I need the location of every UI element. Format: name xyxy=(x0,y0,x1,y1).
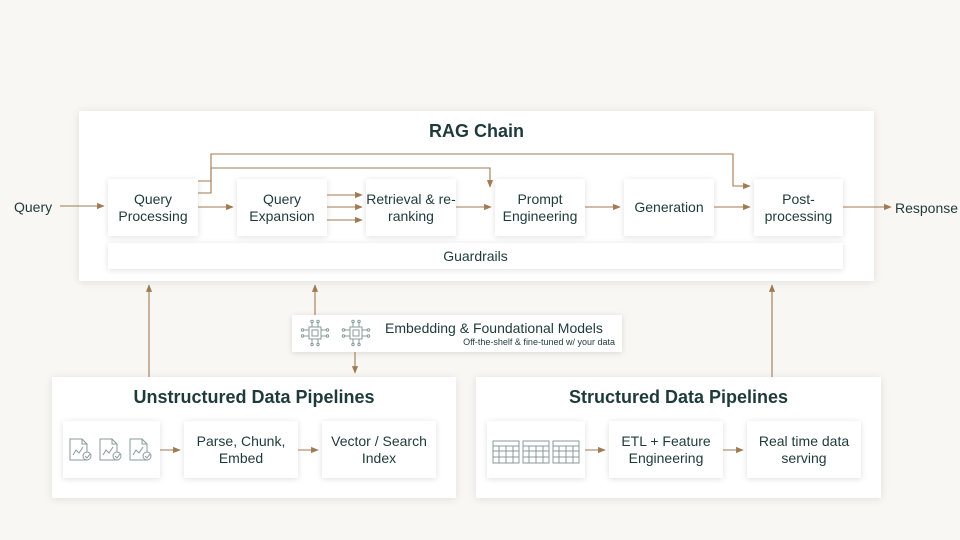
response-label: Response xyxy=(895,200,959,216)
table-grid-icon xyxy=(522,440,550,464)
prompt-engineering-label: Prompt Engineering xyxy=(502,190,578,224)
query-processing-label: Query Processing xyxy=(118,190,188,224)
generation-label: Generation xyxy=(634,199,704,215)
models-title: Embedding & Foundational Models xyxy=(385,320,603,336)
processing-bypass-to-post-arrow xyxy=(198,153,751,194)
etl-feature-engineering-label: ETL + Feature Engineering xyxy=(621,432,711,466)
prompt-engineering-box: Prompt Engineering xyxy=(495,179,585,236)
neural-chip-icon xyxy=(300,319,330,347)
document-chart-icon xyxy=(129,438,152,461)
processing-bypass-to-prompt-arrow xyxy=(198,167,494,188)
post-processing-box: Post-processing xyxy=(754,179,843,236)
query-expansion-label: Query Expansion xyxy=(249,190,315,224)
vector-search-index-box: Vector / Search Index xyxy=(322,421,436,478)
rag-chain-title: RAG Chain xyxy=(428,121,524,141)
parse-chunk-embed-box: Parse, Chunk, Embed xyxy=(184,421,298,478)
guardrails-label: Guardrails xyxy=(443,247,508,264)
retrieval-box: Retrieval & re-ranking xyxy=(366,179,456,236)
document-chart-icon xyxy=(69,438,92,461)
real-time-serving-label: Real time data serving xyxy=(758,432,850,466)
real-time-serving-box: Real time data serving xyxy=(747,421,861,478)
retrieval-label: Retrieval & re-ranking xyxy=(366,190,456,224)
document-chart-icon xyxy=(99,438,122,461)
query-label: Query xyxy=(14,199,53,215)
models-box xyxy=(292,315,622,352)
query-expansion-box: Query Expansion xyxy=(237,179,327,236)
neural-chip-icon xyxy=(341,319,371,347)
vector-search-index-label: Vector / Search Index xyxy=(331,432,427,466)
parse-chunk-embed-label: Parse, Chunk, Embed xyxy=(196,432,286,466)
models-subtitle: Off-the-shelf & fine-tuned w/ your data xyxy=(463,337,615,347)
post-processing-label: Post-processing xyxy=(764,190,833,224)
query-processing-box: Query Processing xyxy=(108,179,198,236)
etl-feature-engineering-box: ETL + Feature Engineering xyxy=(609,421,723,478)
structured-title: Structured Data Pipelines xyxy=(568,387,789,407)
generation-box: Generation xyxy=(624,179,714,236)
unstructured-title: Unstructured Data Pipelines xyxy=(133,387,375,407)
table-grid-icon xyxy=(552,440,580,464)
table-grid-icon xyxy=(492,440,520,464)
guardrails-box: Guardrails xyxy=(108,243,843,269)
